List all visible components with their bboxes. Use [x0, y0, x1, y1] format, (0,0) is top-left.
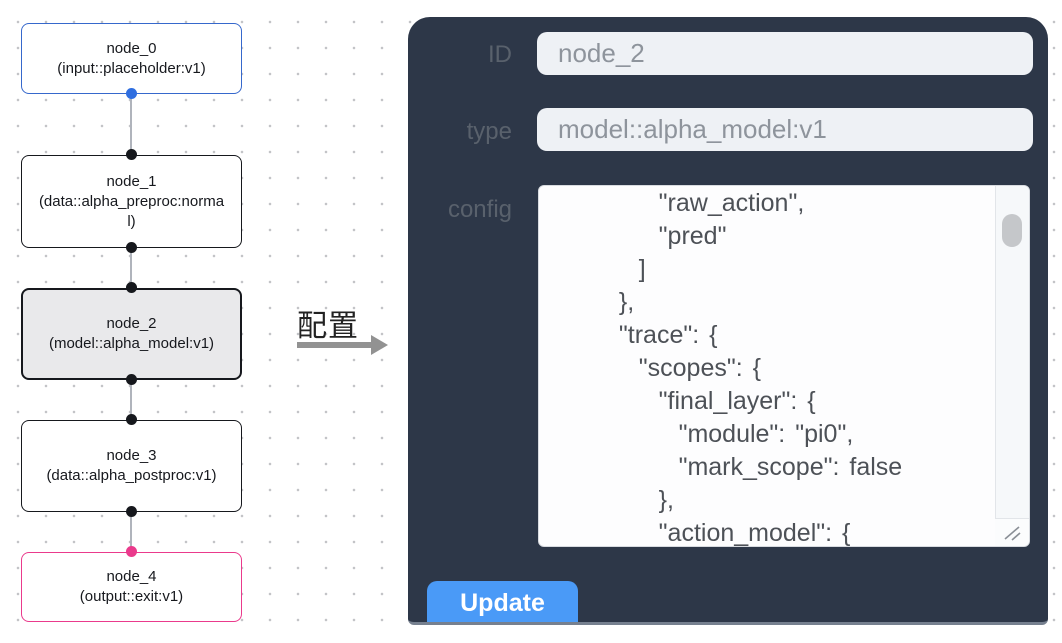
resize-grip-icon — [1004, 526, 1021, 541]
node-1-subtitle: (data::alpha_preproc:normal) — [38, 192, 225, 230]
node-0[interactable]: node_0 (input::placeholder:v1) — [21, 23, 242, 94]
configure-annotation-label: 配置 — [297, 310, 359, 343]
node-2-selected[interactable]: node_2 (model::alpha_model:v1) — [21, 288, 242, 380]
node-config-panel: ID type config "raw_action", "pred" ] },… — [408, 17, 1048, 625]
node-4-subtitle: (output::exit:v1) — [79, 588, 184, 605]
node-2-source-handle[interactable] — [126, 374, 137, 385]
type-input[interactable] — [537, 108, 1033, 151]
node-2-target-handle[interactable] — [126, 282, 137, 293]
node-0-source-handle[interactable] — [126, 88, 137, 99]
node-3[interactable]: node_3 (data::alpha_postproc:v1) — [21, 420, 242, 512]
node-4-target-handle[interactable] — [126, 546, 137, 557]
config-textarea[interactable]: "raw_action", "pred" ] }, "trace": { "sc… — [538, 185, 1030, 547]
id-input[interactable] — [537, 32, 1033, 75]
update-button[interactable]: Update — [427, 581, 578, 622]
node-4-title: node_4 — [106, 568, 157, 585]
node-1-title: node_1 — [106, 172, 157, 190]
node-4[interactable]: node_4 (output::exit:v1) — [21, 552, 242, 622]
node-0-title: node_0 — [106, 39, 157, 57]
edge-node3-node4 — [130, 512, 132, 552]
edge-node2-node3 — [130, 380, 132, 420]
edge-node1-node2 — [130, 248, 132, 288]
node-2-title: node_2 — [106, 315, 157, 332]
textarea-resize-handle[interactable] — [995, 518, 1029, 546]
node-2-subtitle: (model::alpha_model:v1) — [48, 335, 215, 352]
node-3-title: node_3 — [106, 447, 157, 464]
id-field-label: ID — [488, 41, 512, 68]
config-json-text[interactable]: "raw_action", "pred" ] }, "trace": { "sc… — [618, 189, 903, 546]
node-0-subtitle: (input::placeholder:v1) — [57, 59, 206, 77]
config-field-label: config — [447, 196, 512, 223]
config-scrollbar-thumb[interactable] — [1002, 214, 1022, 247]
type-field-label: type — [466, 118, 512, 145]
node-3-target-handle[interactable] — [126, 414, 137, 425]
node-3-subtitle: (data::alpha_postproc:v1) — [46, 467, 217, 484]
configure-arrow-head-icon — [371, 335, 388, 355]
node-1-source-handle[interactable] — [126, 242, 137, 253]
node-3-source-handle[interactable] — [126, 506, 137, 517]
configure-arrow-line — [297, 342, 371, 348]
edge-node0-node1 — [130, 94, 132, 155]
node-1-target-handle[interactable] — [126, 149, 137, 160]
node-1[interactable]: node_1 (data::alpha_preproc:normal) — [21, 155, 242, 248]
config-scrollbar-track[interactable] — [995, 186, 1029, 546]
